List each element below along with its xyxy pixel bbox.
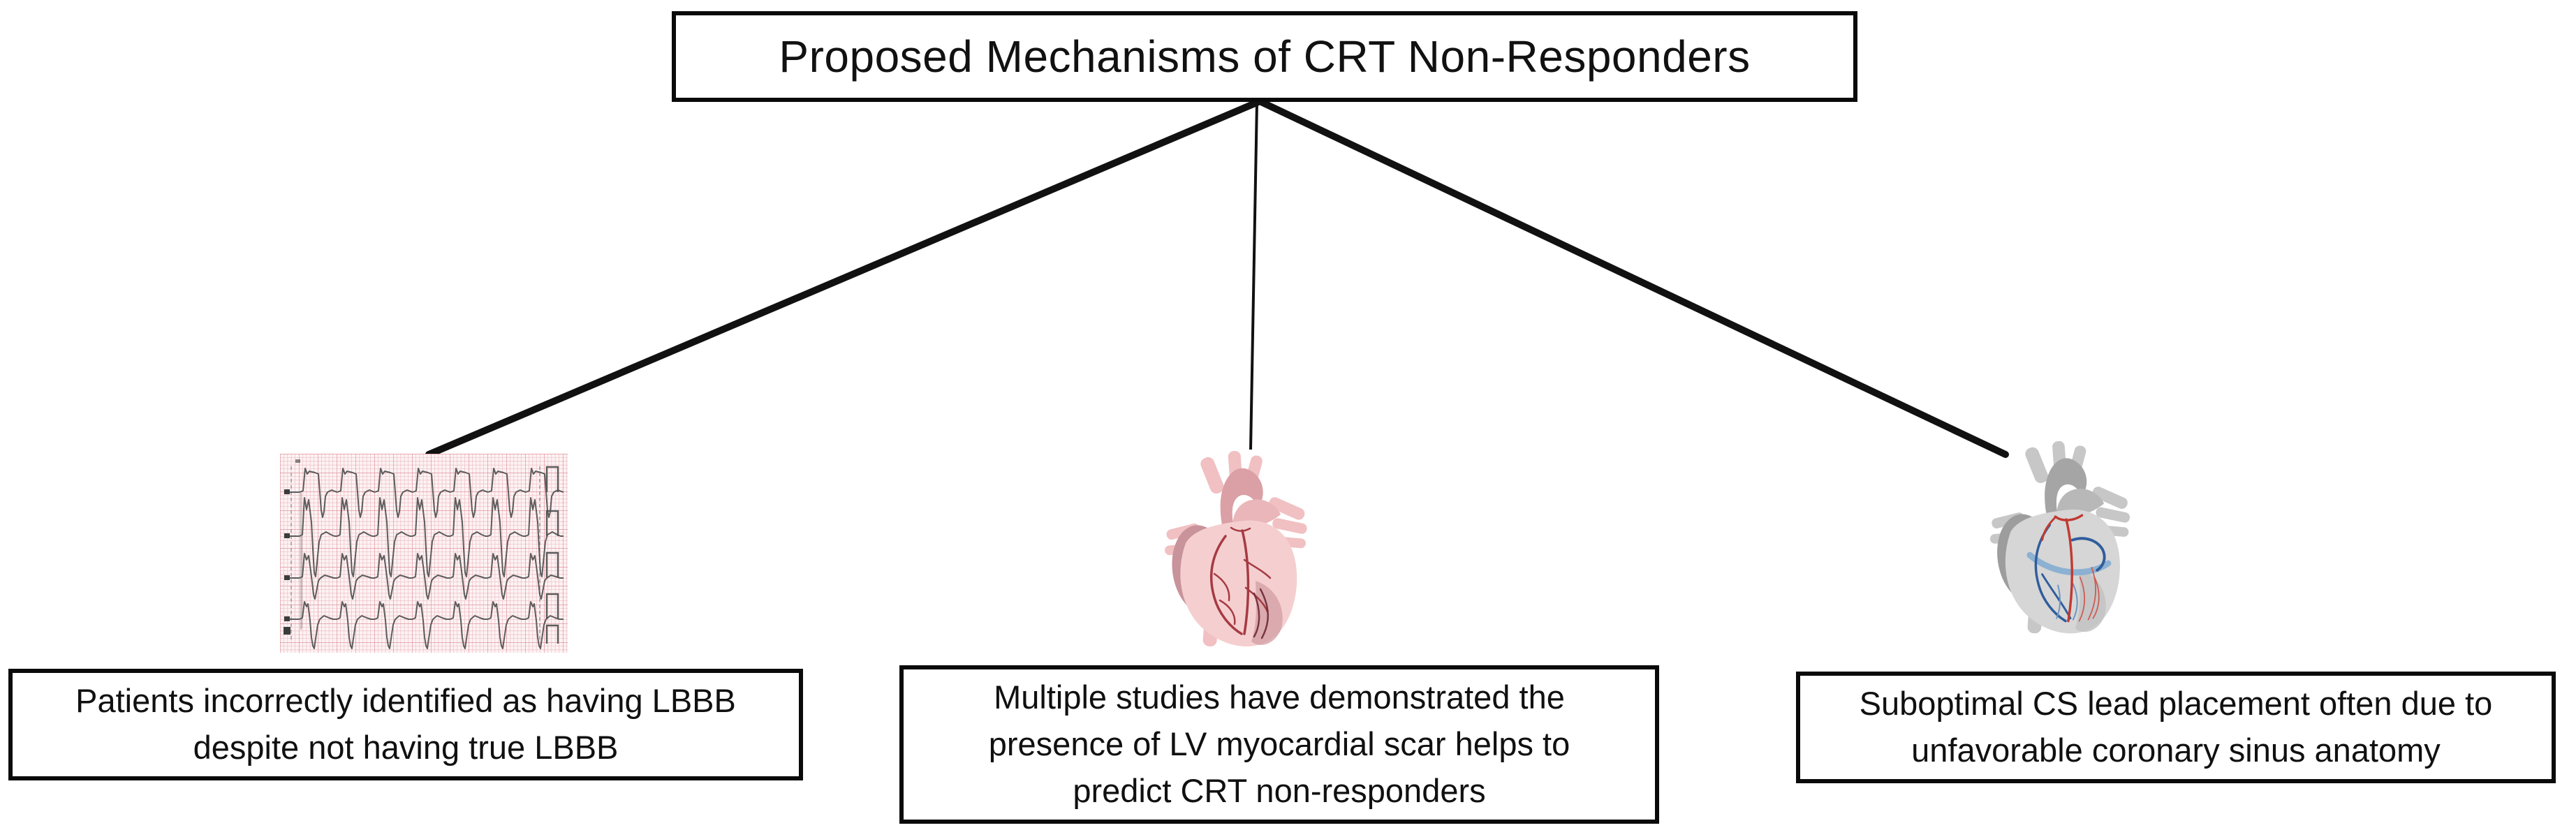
diagram-title: Proposed Mechanisms of CRT Non-Responder… xyxy=(779,31,1751,82)
pink-heart-image xyxy=(1165,450,1318,659)
caption-box-scar: Multiple studies have demonstrated the p… xyxy=(899,665,1659,824)
caption-cs-lead-text: Suboptimal CS lead placement often due t… xyxy=(1859,685,2493,769)
caption-box-lbbb: Patients incorrectly identified as havin… xyxy=(8,669,803,780)
gray-heart-coronary-image xyxy=(1989,440,2142,646)
connector-right xyxy=(1258,98,2009,458)
title-box: Proposed Mechanisms of CRT Non-Responder… xyxy=(672,11,1857,102)
ecg-strip-image xyxy=(280,454,568,653)
caption-box-cs-lead: Suboptimal CS lead placement often due t… xyxy=(1796,672,2556,783)
connector-left xyxy=(425,98,1262,458)
caption-scar-text: Multiple studies have demonstrated the p… xyxy=(988,679,1570,809)
caption-lbbb-text: Patients incorrectly identified as havin… xyxy=(75,682,736,766)
connector-middle xyxy=(1249,101,1258,450)
